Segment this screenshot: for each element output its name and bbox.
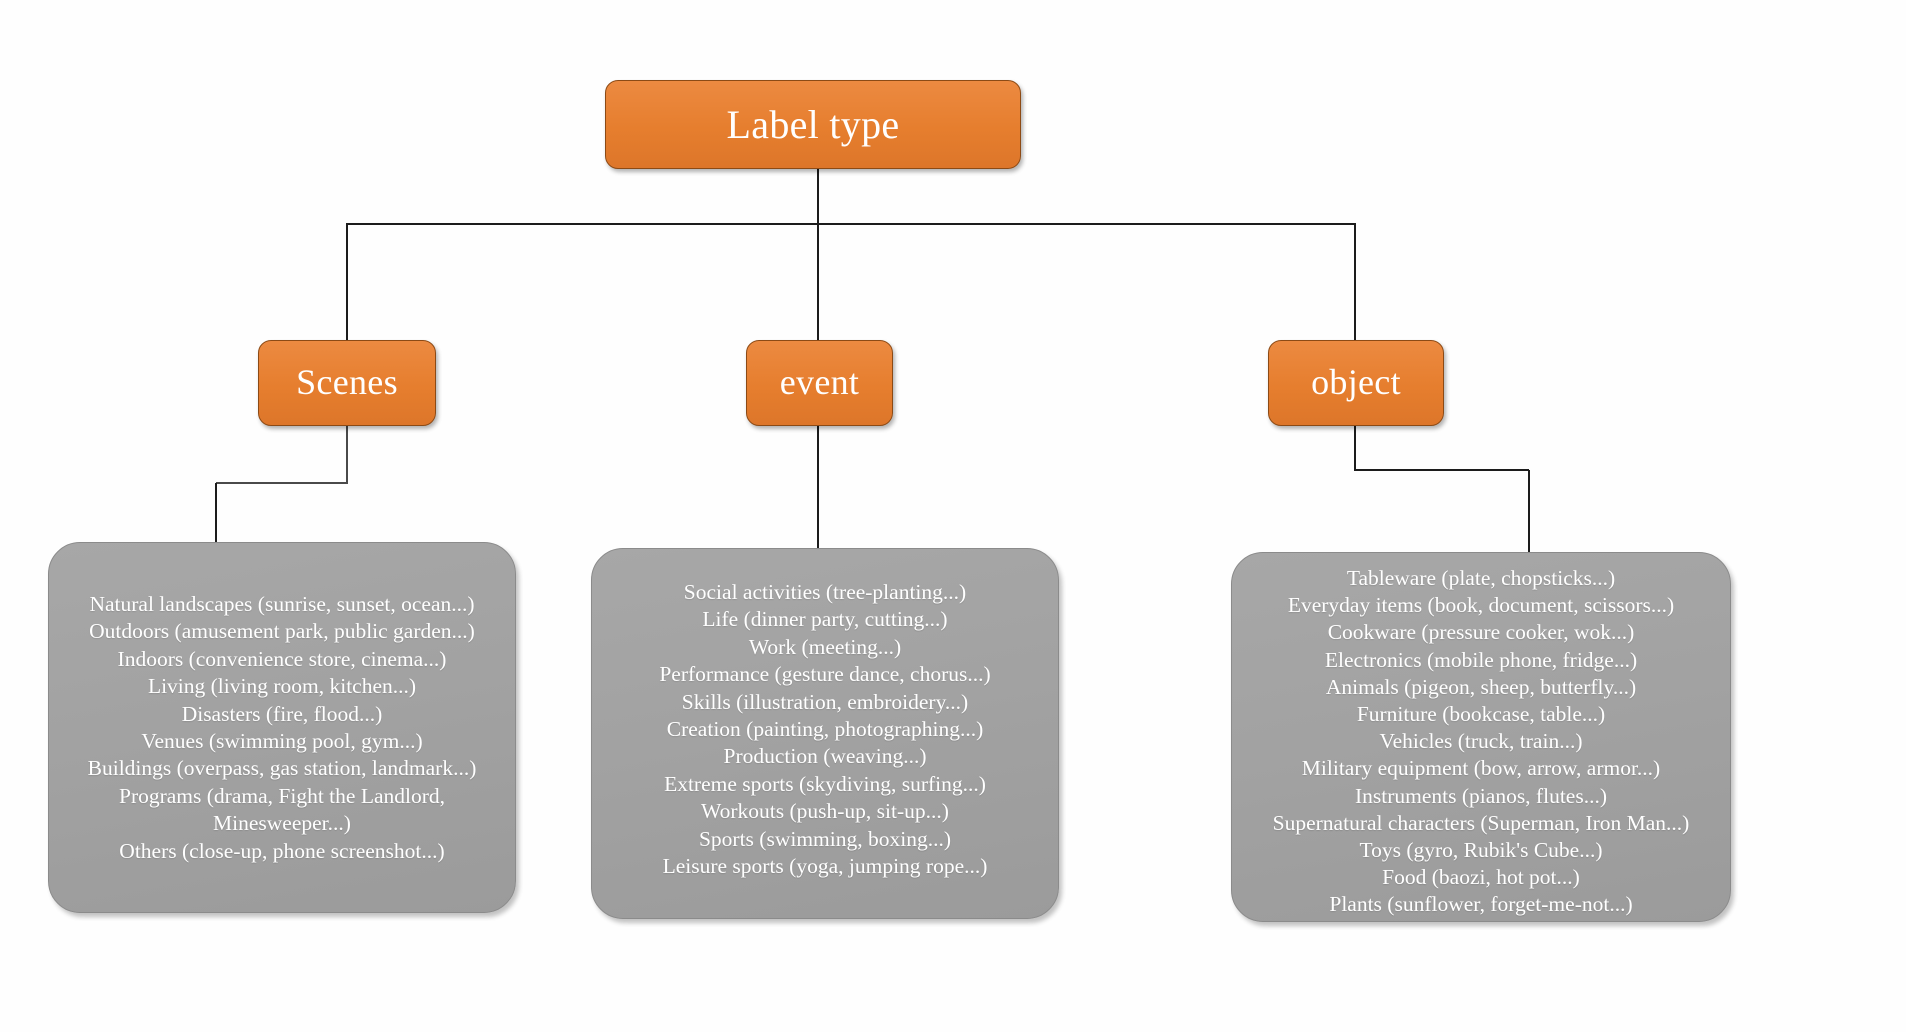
- leaf-item: Tableware (plate, chopsticks...): [1346, 566, 1616, 590]
- node-label-type[interactable]: Label type: [605, 80, 1021, 169]
- leaf-item: Production (weaving...): [723, 744, 927, 769]
- leaf-item: Furniture (bookcase, table...): [1356, 702, 1606, 727]
- leaf-item: Natural landscapes (sunrise, sunset, oce…: [89, 592, 475, 616]
- leaf-item: Social activities (tree-planting...): [683, 580, 967, 604]
- node-event[interactable]: event: [746, 340, 893, 426]
- leaf-item: Electronics (mobile phone, fridge...): [1324, 647, 1638, 672]
- leaf-item: Military equipment (bow, arrow, armor...…: [1301, 756, 1661, 781]
- node-object[interactable]: object: [1268, 340, 1444, 426]
- node-scenes-text: Scenes: [296, 362, 398, 403]
- leaf-item: Vehicles (truck, train...): [1379, 729, 1583, 754]
- leaf-item: Programs (drama, Fight the Landlord, Min…: [118, 783, 446, 836]
- leaf-item: Extreme sports (skydiving, surfing...): [664, 771, 986, 796]
- leaf-item: Everyday items (book, document, scissors…: [1287, 593, 1675, 618]
- leaf-item: Leisure sports (yoga, jumping rope...): [662, 854, 988, 879]
- node-event-text: event: [779, 362, 860, 403]
- leaf-item: Supernatural characters (Superman, Iron …: [1272, 810, 1690, 835]
- leaf-item: Life (dinner party, cutting...): [702, 607, 948, 632]
- leaf-item: Buildings (overpass, gas station, landma…: [87, 756, 477, 781]
- leaf-item: Performance (gesture dance, chorus...): [659, 662, 991, 687]
- leaf-item: Plants (sunflower, forget-me-not...): [1329, 892, 1633, 917]
- leaf-item: Instruments (pianos, flutes...): [1355, 783, 1607, 808]
- leaf-item: Creation (painting, photographing...): [666, 717, 984, 742]
- leaf-item: Workouts (push-up, sit-up...): [701, 799, 949, 824]
- node-object-text: object: [1311, 362, 1401, 403]
- leaf-item: Venues (swimming pool, gym...): [141, 729, 423, 754]
- leaf-item: Animals (pigeon, sheep, butterfly...): [1325, 674, 1637, 699]
- leaf-item: Food (baozi, hot pot...): [1382, 865, 1580, 890]
- leaf-panel-object: Tableware (plate, chopsticks...) Everyday…: [1231, 552, 1731, 922]
- leaf-item: Sports (swimming, boxing...): [698, 826, 952, 851]
- leaf-item: Skills (illustration, embroidery...): [681, 689, 969, 714]
- leaf-item: Living (living room, kitchen...): [147, 674, 417, 699]
- leaf-item: Work (meeting...): [748, 634, 902, 659]
- leaf-panel-scenes: Natural landscapes (sunrise, sunset, oce…: [48, 542, 516, 913]
- node-label-type-text: Label type: [726, 101, 900, 147]
- node-scenes[interactable]: Scenes: [258, 340, 436, 426]
- leaf-item: Disasters (fire, flood...): [181, 701, 383, 726]
- leaf-item: Others (close-up, phone screenshot...): [119, 838, 445, 863]
- leaf-item: Indoors (convenience store, cinema...): [117, 646, 447, 671]
- leaf-panel-event: Social activities (tree-planting...) Life…: [591, 548, 1059, 919]
- leaf-item: Outdoors (amusement park, public garden.…: [89, 619, 475, 644]
- leaf-item: Toys (gyro, Rubik's Cube...): [1359, 838, 1603, 863]
- leaf-item: Cookware (pressure cooker, wok...): [1327, 620, 1635, 645]
